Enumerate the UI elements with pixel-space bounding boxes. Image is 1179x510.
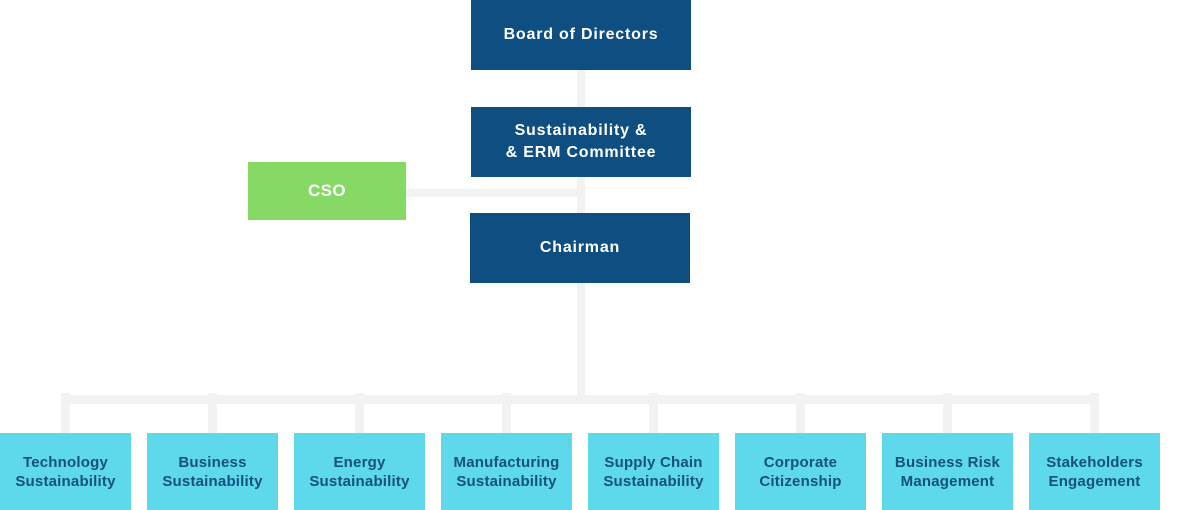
node-label-line2: Sustainability <box>15 472 116 490</box>
connector-stub-business-sustainability <box>208 393 217 433</box>
node-sustainability-erm-committee: Sustainability & & ERM Committee <box>471 107 691 177</box>
node-label-line1: Technology <box>22 453 109 471</box>
node-label-line2: Sustainability <box>309 472 410 490</box>
node-technology-sustainability: Technology Sustainability <box>0 433 131 510</box>
node-label-line2: Sustainability <box>162 472 263 490</box>
node-label-line1: Energy <box>333 453 386 471</box>
node-label-line1: Sustainability & <box>514 122 648 139</box>
node-board-of-directors: Board of Directors <box>471 0 691 70</box>
node-label-line2: & ERM Committee <box>505 144 657 161</box>
node-stakeholders-engagement: Stakeholders Engagement <box>1029 433 1160 510</box>
node-label-line2: Sustainability <box>603 472 704 490</box>
node-business-sustainability: Business Sustainability <box>147 433 278 510</box>
node-label-line1: Supply Chain <box>604 453 703 471</box>
connector-stub-supply-chain-sustainability <box>649 393 658 433</box>
node-label-line2: Citizenship <box>759 472 842 490</box>
connector-stub-stakeholders-engagement <box>1090 393 1099 433</box>
connector-board-to-committee <box>577 70 585 107</box>
node-label-line1: Corporate <box>763 453 838 471</box>
node-business-risk-management: Business Risk Management <box>882 433 1013 510</box>
node-label-line2: Engagement <box>1048 472 1141 490</box>
node-label-line1: Business Risk <box>894 453 1001 471</box>
node-label: Board of Directors <box>503 26 659 43</box>
node-corporate-citizenship: Corporate Citizenship <box>735 433 866 510</box>
connector-stub-technology-sustainability <box>61 393 70 433</box>
node-label-line1: Business <box>178 453 247 471</box>
node-label: Chairman <box>539 239 621 256</box>
node-label: CSO <box>307 181 347 200</box>
node-label-line1: Manufacturing <box>453 453 560 471</box>
connector-cso-branch <box>406 189 585 197</box>
connector-chairman-to-bar <box>577 283 585 395</box>
connector-distribution-bar <box>63 395 1097 404</box>
node-supply-chain-sustainability: Supply Chain Sustainability <box>588 433 719 510</box>
node-energy-sustainability: Energy Sustainability <box>294 433 425 510</box>
node-manufacturing-sustainability: Manufacturing Sustainability <box>441 433 572 510</box>
node-label-line1: Stakeholders <box>1046 453 1143 471</box>
connector-stub-business-risk-management <box>943 393 952 433</box>
connector-stub-corporate-citizenship <box>796 393 805 433</box>
node-label-line2: Sustainability <box>456 472 557 490</box>
node-label-line2: Management <box>900 472 995 490</box>
connector-stub-energy-sustainability <box>355 393 364 433</box>
node-chairman: Chairman <box>470 213 690 283</box>
node-cso: CSO <box>248 162 406 220</box>
connector-stub-manufacturing-sustainability <box>502 393 511 433</box>
